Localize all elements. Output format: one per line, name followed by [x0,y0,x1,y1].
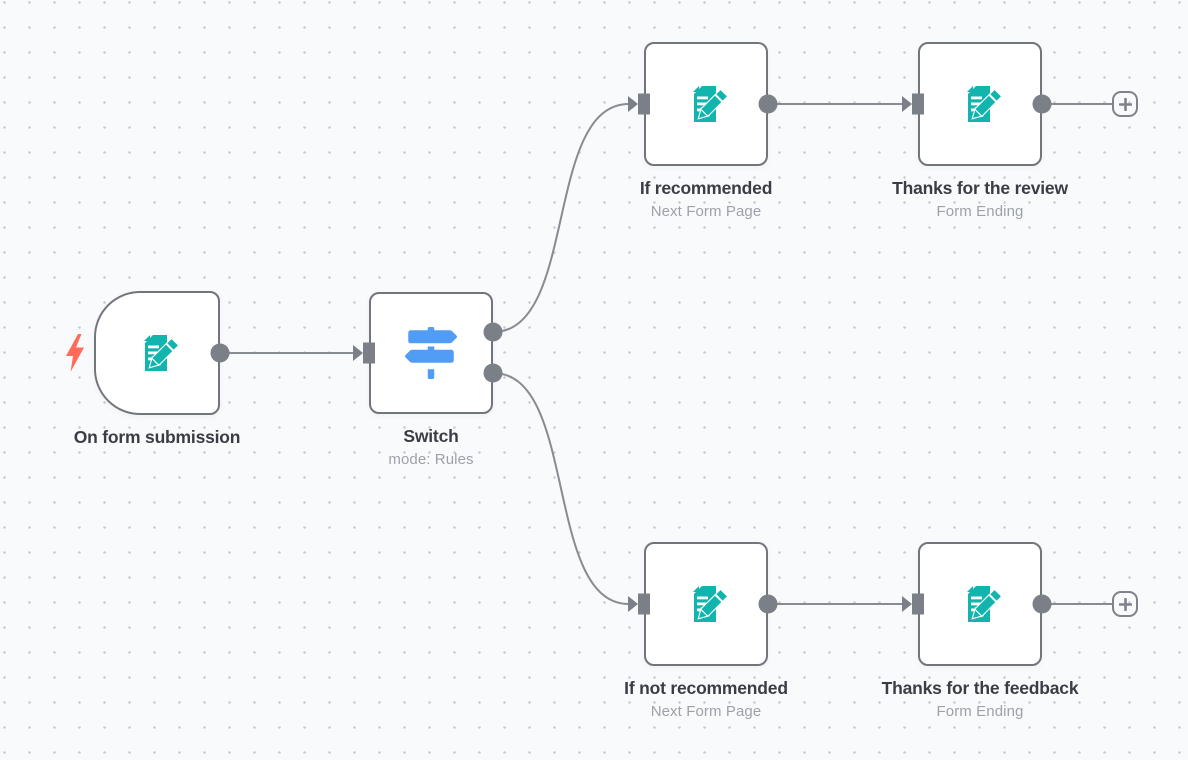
node-title: Switch [403,426,459,446]
input-port-if-recommended-arrow-icon [628,96,638,112]
node-subtitle: Form Ending [936,703,1024,720]
input-port-switch-arrow-icon [353,345,363,361]
connection-switch-to-if-not-recommended[interactable] [492,372,630,605]
node-title: On form submission [73,427,241,447]
plus-icon [1118,97,1132,111]
input-port-thanks-for-the-feedback-arrow-icon [902,596,912,612]
lightning-bolt-icon [63,333,87,373]
node-subtitle: Next Form Page [650,703,762,720]
node-thanks-for-the-feedback: Thanks for the feedback Form Ending [882,542,1079,720]
node-thanks-for-the-review: Thanks for the review Form Ending [892,42,1068,220]
form-icon [682,580,730,628]
node-subtitle: Form Ending [936,203,1024,220]
form-icon [133,329,181,377]
node-subtitle: Next Form Page [650,203,762,220]
form-icon [956,80,1004,128]
form-icon [682,80,730,128]
connection-switch-to-if-recommended[interactable] [492,103,630,333]
node-subtitle: mode: Rules [388,451,474,468]
node-switch: Switch mode: Rules [369,292,493,468]
add-node-after-review-button[interactable] [1112,91,1138,117]
node-title: Thanks for the feedback [881,678,1079,698]
plus-icon [1118,597,1132,611]
node-title: If recommended [639,178,773,198]
switch-icon [405,327,457,379]
input-port-thanks-for-the-review-arrow-icon [902,96,912,112]
node-if-recommended: If recommended Next Form Page [640,42,772,220]
add-node-after-feedback-button[interactable] [1112,591,1138,617]
form-icon [956,580,1004,628]
node-title: Thanks for the review [892,178,1068,198]
node-title: If not recommended [624,678,788,698]
input-port-if-not-recommended-arrow-icon [628,596,638,612]
node-on-form-submission: On form submission [66,291,240,447]
node-if-not-recommended: If not recommended Next Form Page [624,542,788,720]
